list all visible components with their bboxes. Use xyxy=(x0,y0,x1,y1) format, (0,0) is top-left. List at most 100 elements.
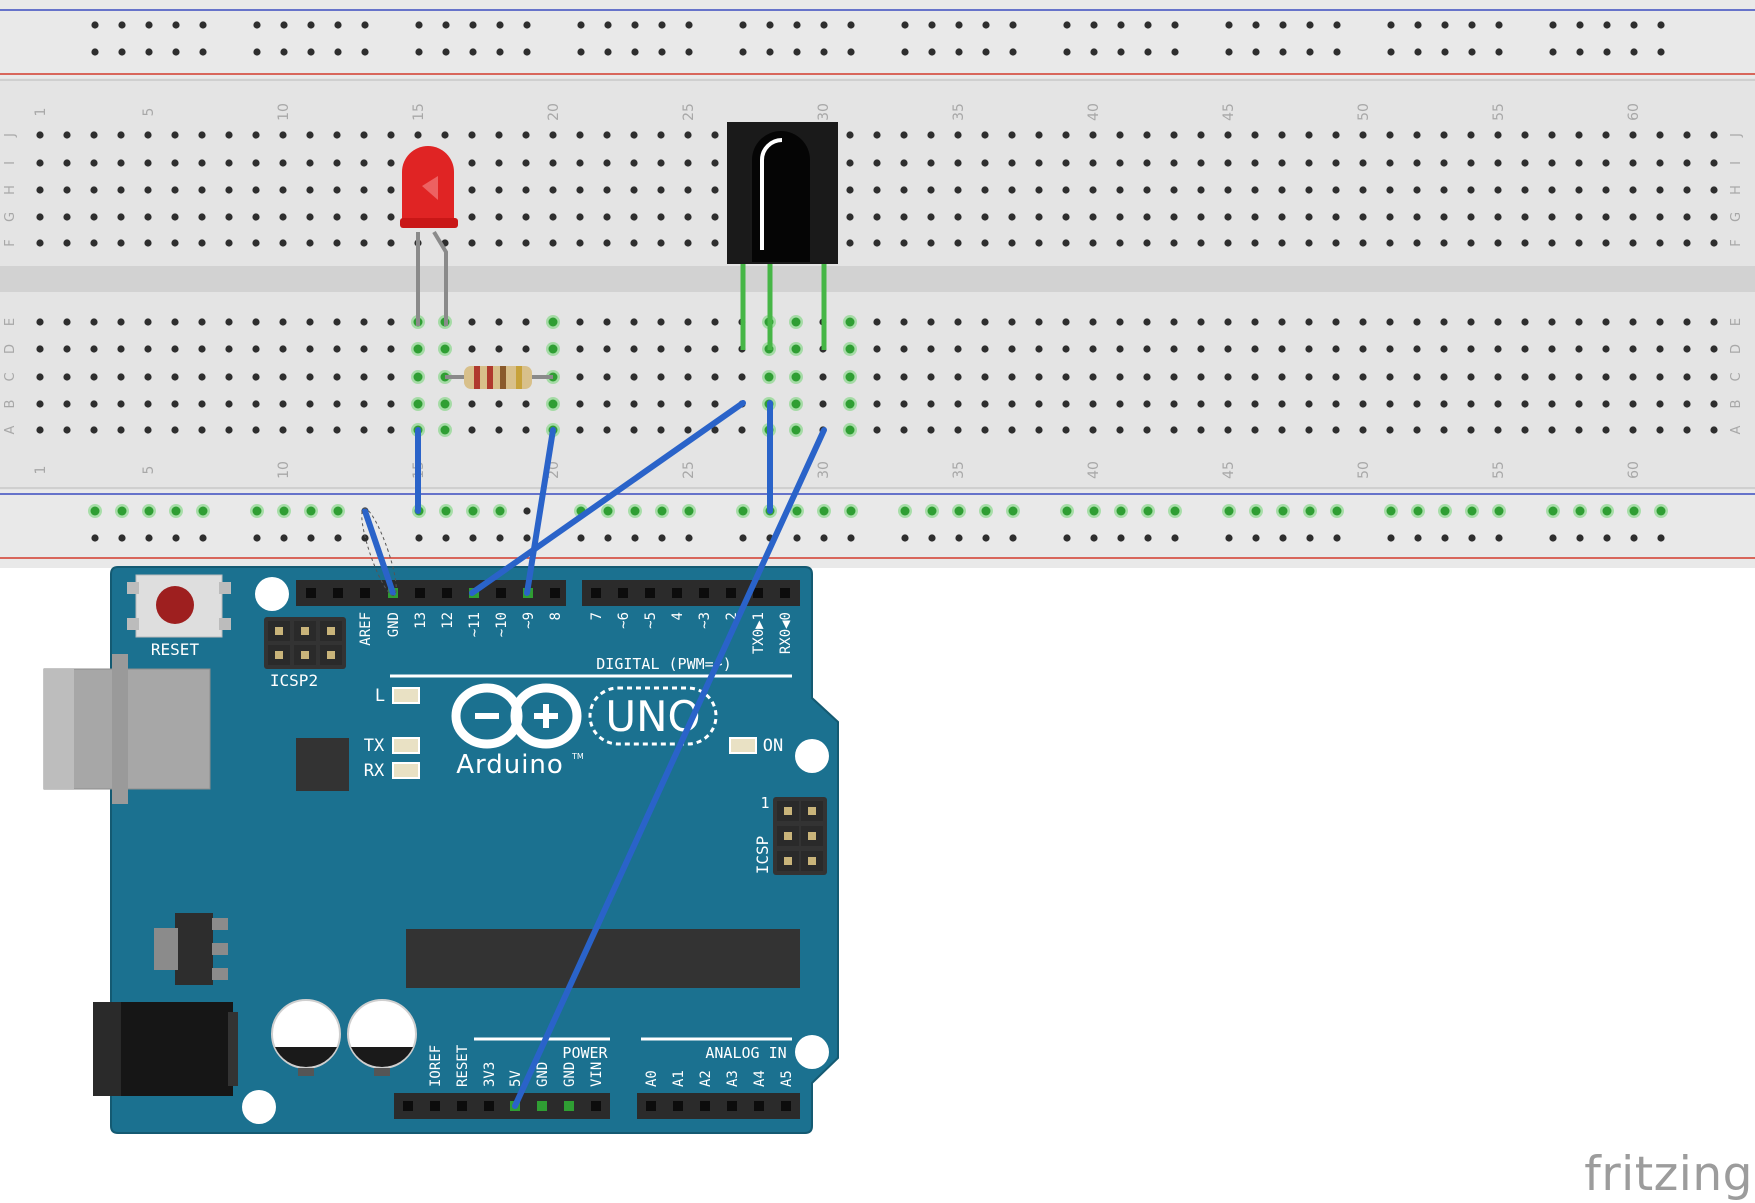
breadboard-hole[interactable] xyxy=(1062,373,1070,381)
breadboard-hole[interactable] xyxy=(1359,131,1367,139)
rail-hole[interactable] xyxy=(1602,506,1612,516)
breadboard-hole[interactable] xyxy=(630,426,638,434)
breadboard-hole[interactable] xyxy=(1602,213,1610,221)
breadboard-hole[interactable] xyxy=(360,345,368,353)
breadboard-hole[interactable] xyxy=(711,186,719,194)
rail-hole[interactable] xyxy=(1414,48,1422,56)
rail-hole[interactable] xyxy=(1576,48,1584,56)
rail-hole[interactable] xyxy=(253,534,261,542)
breadboard-hole[interactable] xyxy=(981,239,989,247)
breadboard-hole[interactable] xyxy=(1332,159,1340,167)
header-socket[interactable] xyxy=(699,588,709,598)
breadboard-hole[interactable] xyxy=(1656,131,1664,139)
breadboard-hole[interactable] xyxy=(873,318,881,326)
breadboard-hole[interactable] xyxy=(630,159,638,167)
rail-hole[interactable] xyxy=(1305,506,1315,516)
breadboard-hole[interactable] xyxy=(1656,426,1664,434)
breadboard-hole[interactable] xyxy=(36,213,44,221)
breadboard-hole[interactable] xyxy=(522,239,530,247)
breadboard-hole[interactable] xyxy=(1602,131,1610,139)
breadboard-hole[interactable] xyxy=(927,131,935,139)
breadboard-hole[interactable] xyxy=(306,345,314,353)
breadboard-hole[interactable] xyxy=(306,426,314,434)
breadboard-hole[interactable] xyxy=(495,426,503,434)
breadboard-hole[interactable] xyxy=(1251,426,1259,434)
rail-hole[interactable] xyxy=(1414,534,1422,542)
breadboard-hole[interactable] xyxy=(873,400,881,408)
breadboard-hole[interactable] xyxy=(1062,426,1070,434)
rail-hole[interactable] xyxy=(468,506,478,516)
rail-hole[interactable] xyxy=(1171,48,1179,56)
breadboard-hole[interactable] xyxy=(684,400,692,408)
breadboard-hole[interactable] xyxy=(1170,400,1178,408)
breadboard-hole[interactable] xyxy=(1548,318,1556,326)
rail-hole[interactable] xyxy=(1629,506,1639,516)
breadboard-hole[interactable] xyxy=(711,345,719,353)
breadboard-hole[interactable] xyxy=(1224,373,1232,381)
rail-hole[interactable] xyxy=(955,21,963,29)
breadboard-hole[interactable] xyxy=(873,373,881,381)
header-socket[interactable] xyxy=(754,1101,764,1111)
breadboard-hole[interactable] xyxy=(360,131,368,139)
breadboard-hole[interactable] xyxy=(1359,400,1367,408)
breadboard-hole[interactable] xyxy=(63,426,71,434)
breadboard-hole[interactable] xyxy=(360,426,368,434)
breadboard-hole[interactable] xyxy=(1332,239,1340,247)
rail-hole[interactable] xyxy=(766,48,774,56)
wire-ir-vcc-to-5v[interactable] xyxy=(512,427,827,1109)
header-socket[interactable] xyxy=(415,588,425,598)
breadboard-hole[interactable] xyxy=(576,373,584,381)
breadboard-hole[interactable] xyxy=(1197,318,1205,326)
breadboard-hole[interactable] xyxy=(1116,345,1124,353)
breadboard-hole[interactable] xyxy=(684,373,692,381)
breadboard-hole[interactable] xyxy=(900,400,908,408)
breadboard-hole[interactable] xyxy=(1170,318,1178,326)
breadboard-hole[interactable] xyxy=(630,400,638,408)
rail-hole[interactable] xyxy=(685,48,693,56)
breadboard-hole[interactable] xyxy=(1413,159,1421,167)
rail-hole[interactable] xyxy=(523,507,531,515)
rail-hole[interactable] xyxy=(442,21,450,29)
breadboard-hole[interactable] xyxy=(1575,186,1583,194)
breadboard-hole[interactable] xyxy=(657,239,665,247)
rail-hole[interactable] xyxy=(1495,48,1503,56)
breadboard-hole[interactable] xyxy=(306,213,314,221)
breadboard-hole[interactable] xyxy=(1143,400,1151,408)
breadboard-hole[interactable] xyxy=(1710,186,1718,194)
breadboard-hole[interactable] xyxy=(900,213,908,221)
rail-hole[interactable] xyxy=(1009,534,1017,542)
breadboard-hole[interactable] xyxy=(1116,239,1124,247)
breadboard-hole[interactable] xyxy=(603,373,611,381)
breadboard-hole[interactable] xyxy=(1413,426,1421,434)
rail-hole[interactable] xyxy=(334,48,342,56)
breadboard-hole[interactable] xyxy=(1251,400,1259,408)
breadboard-hole[interactable] xyxy=(198,373,206,381)
breadboard-hole[interactable] xyxy=(1683,239,1691,247)
breadboard-hole[interactable] xyxy=(1386,373,1394,381)
rail-hole[interactable] xyxy=(1441,48,1449,56)
rail-hole[interactable] xyxy=(145,21,153,29)
breadboard-hole[interactable] xyxy=(603,213,611,221)
breadboard-hole[interactable] xyxy=(603,345,611,353)
breadboard-hole[interactable] xyxy=(927,159,935,167)
breadboard-hole[interactable] xyxy=(1251,186,1259,194)
breadboard-hole[interactable] xyxy=(387,400,395,408)
header-socket[interactable] xyxy=(753,588,763,598)
breadboard-hole[interactable] xyxy=(873,213,881,221)
breadboard-hole[interactable] xyxy=(1602,400,1610,408)
rail-hole[interactable] xyxy=(1062,506,1072,516)
breadboard-hole[interactable] xyxy=(1521,213,1529,221)
breadboard-hole[interactable] xyxy=(630,131,638,139)
breadboard-hole[interactable] xyxy=(1656,345,1664,353)
rail-hole[interactable] xyxy=(792,506,802,516)
breadboard-hole[interactable] xyxy=(981,159,989,167)
breadboard-hole[interactable] xyxy=(171,186,179,194)
rail-hole[interactable] xyxy=(1171,534,1179,542)
breadboard-hole[interactable] xyxy=(1602,159,1610,167)
breadboard-hole[interactable] xyxy=(387,318,395,326)
breadboard-hole[interactable] xyxy=(279,159,287,167)
header-socket[interactable] xyxy=(781,1101,791,1111)
breadboard-hole[interactable] xyxy=(1359,373,1367,381)
header-socket[interactable] xyxy=(591,1101,601,1111)
breadboard-hole[interactable] xyxy=(1143,239,1151,247)
